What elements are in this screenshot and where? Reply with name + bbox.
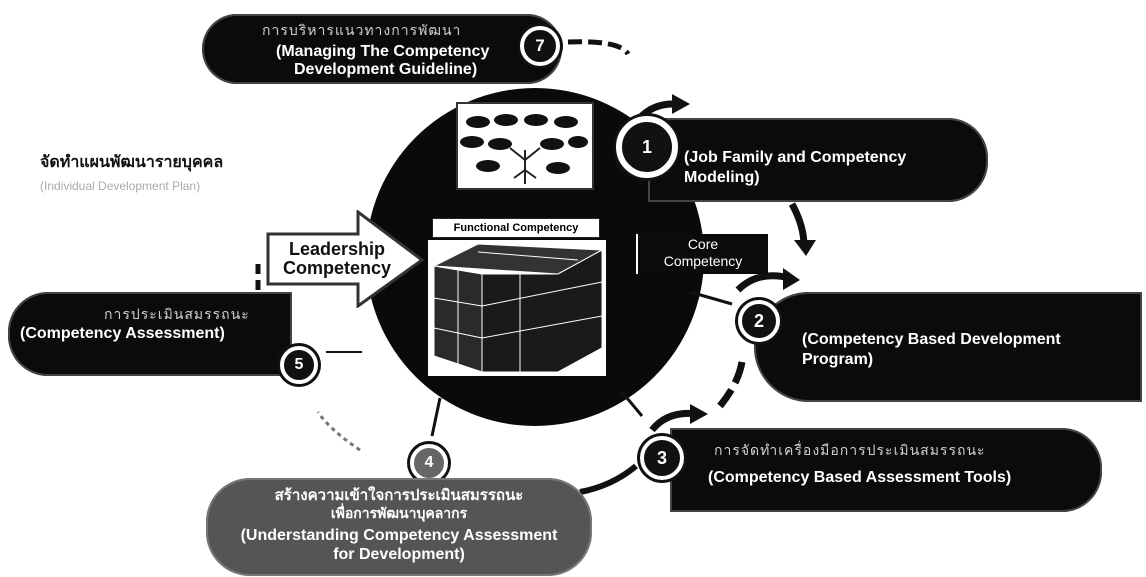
- step-1-number: 1: [616, 116, 678, 178]
- functional-competency-cube: [428, 240, 606, 376]
- step-5-number: 5: [280, 346, 318, 384]
- step-7-number: 7: [520, 26, 560, 66]
- step-2-title-line1: (Competency Based Development: [802, 331, 1061, 348]
- step-2-title-line2: Program): [802, 351, 874, 368]
- step-4-number: 4: [410, 444, 448, 482]
- step-7-thai: การบริหารแนวทางการพัฒนา: [262, 22, 462, 38]
- individual-plan-title: จัดทำแผนพัฒนารายบุคคล: [40, 154, 224, 171]
- leadership-line1: Leadership: [288, 239, 386, 259]
- step-4-thai-line1: สร้างความเข้าใจการประเมินสมรรถนะ: [274, 487, 524, 504]
- individual-plan-subtitle: (Individual Development Plan): [40, 179, 201, 193]
- connector-center-to-4: [430, 397, 442, 437]
- arrow-4-to-5: [316, 411, 361, 452]
- step-4-box: สร้างความเข้าใจการประเมินสมรรถนะ เพื่อกา…: [206, 478, 592, 576]
- arrowhead-1-top: [672, 94, 690, 114]
- cube-icon: [432, 243, 604, 373]
- step-3-thai: การจัดทำเครื่องมือการประเมินสมรรถนะ: [714, 442, 986, 458]
- step-2-number: 2: [738, 300, 780, 342]
- arrowhead-3-top: [690, 404, 708, 424]
- step-1-title-line1: (Job Family and Competency: [684, 149, 907, 166]
- step-4-title-line1: (Understanding Competency Assessment: [240, 527, 558, 544]
- step-3-title-line1: (Competency Based Assessment Tools): [708, 469, 1012, 486]
- functional-competency-label: Functional Competency: [432, 218, 600, 238]
- core-line2: Competency: [663, 253, 743, 269]
- core-competency-label: Core Competency: [636, 234, 768, 274]
- step-5-title-line1: (Competency Assessment): [20, 325, 225, 342]
- arrowhead-2-top: [783, 268, 800, 290]
- individual-plan-note: จัดทำแผนพัฒนารายบุคคล (Individual Develo…: [40, 150, 320, 193]
- step-5-box: การประเมินสมรรถนะ (Competency Assessment…: [8, 292, 292, 376]
- step-7-title-line1: (Managing The Competency: [276, 43, 490, 60]
- core-line1: Core: [687, 236, 719, 252]
- step-7-box: การบริหารแนวทางการพัฒนา (Managing The Co…: [202, 14, 562, 84]
- step-1-box: (Job Family and Competency Modeling): [648, 118, 988, 202]
- leadership-line2: Competency: [282, 258, 392, 278]
- step-4-title-line2: for Development): [333, 546, 465, 563]
- connector-center-to-2: [689, 290, 733, 306]
- competency-model-image: [456, 102, 594, 190]
- step-7-title-line2: Development Guideline): [294, 61, 478, 78]
- leadership-arrow: [266, 210, 425, 308]
- step-3-box: การจัดทำเครื่องมือการประเมินสมรรถนะ (Com…: [670, 428, 1102, 512]
- arrowhead-1-to-2: [794, 240, 816, 256]
- step-2-box: (Competency Based Development Program): [754, 292, 1142, 402]
- arrow-7-to-1: [567, 39, 631, 56]
- arrow-2-top: [735, 272, 791, 293]
- step-3-number: 3: [640, 436, 684, 480]
- tree-model-icon: [460, 114, 588, 184]
- arrow-1-to-2: [788, 202, 808, 247]
- leadership-label: Leadership Competency: [272, 240, 402, 278]
- step-1-title-line2: Modeling): [684, 169, 760, 186]
- step-4-thai-line2: เพื่อการพัฒนาบุคลากร: [330, 505, 468, 521]
- arrow-3-to-4: [579, 463, 638, 495]
- step-5-thai: การประเมินสมรรถนะ: [104, 306, 250, 322]
- arrow-2-to-3: [717, 361, 746, 409]
- connector-center-to-3: [620, 391, 644, 417]
